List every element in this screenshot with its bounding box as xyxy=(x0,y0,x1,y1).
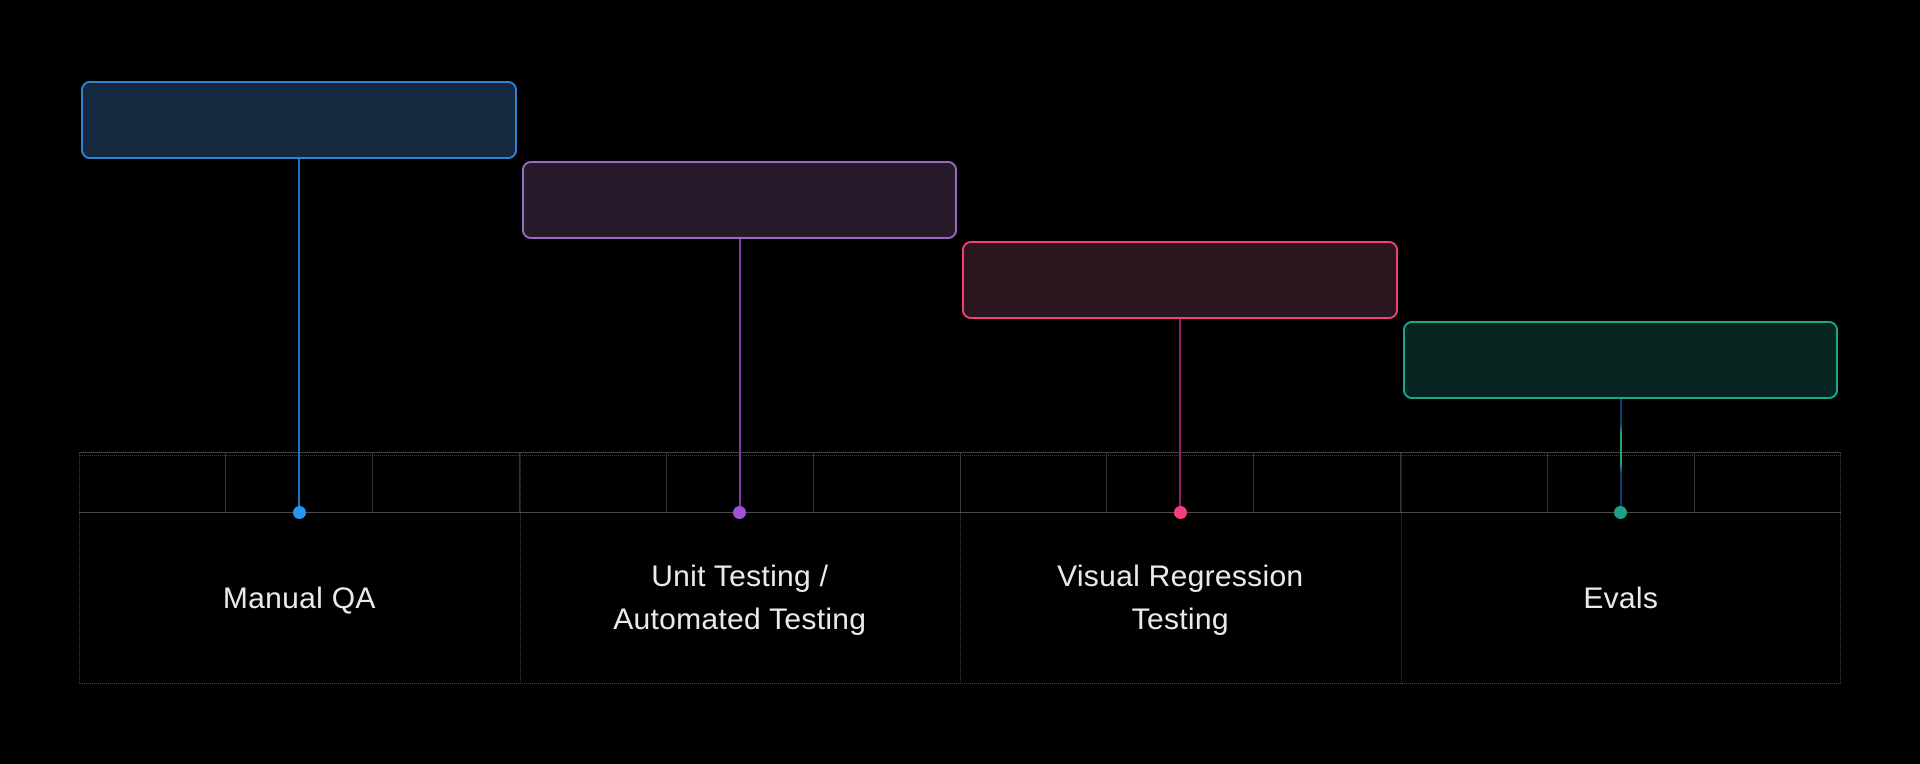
stage-label-line: Manual QA xyxy=(222,581,376,615)
ruler-cell xyxy=(814,453,961,512)
ruler-cell xyxy=(1254,453,1402,512)
stage-box-unit-automated-testing xyxy=(521,161,957,239)
timeline-label-row: Manual QA Unit Testing / Automated Testing… xyxy=(79,512,1841,684)
stage-label-line: Testing xyxy=(1131,603,1229,636)
stage-box-evals xyxy=(1402,321,1838,399)
timeline-ruler-row xyxy=(79,452,1841,512)
stage-label-manual-qa: Manual QA xyxy=(79,513,520,683)
ruler-cell xyxy=(79,453,226,512)
timeline-dot-visual-regression-testing xyxy=(1173,505,1187,519)
connector-line-manual-qa xyxy=(298,159,301,512)
connector-line-visual-regression-testing xyxy=(1179,319,1182,512)
ruler-cell xyxy=(667,453,814,512)
ruler-cell xyxy=(1548,453,1696,512)
ruler-cell xyxy=(1401,453,1549,512)
stage-label-line: Automated Testing xyxy=(613,603,867,636)
stage-label-line: Evals xyxy=(1583,581,1659,615)
connector-line-evals xyxy=(1619,399,1622,512)
stage-label-unit-automated-testing: Unit Testing / Automated Testing xyxy=(520,513,961,683)
ruler-cell xyxy=(520,453,667,512)
stage-label-line: Unit Testing / xyxy=(651,560,829,593)
stage-label-evals: Evals xyxy=(1401,513,1842,683)
ruler-cell xyxy=(961,453,1108,512)
timeline-table: Manual QA Unit Testing / Automated Testing… xyxy=(79,452,1841,684)
stage-box-manual-qa xyxy=(81,81,517,159)
stage-box-visual-regression-testing xyxy=(962,241,1398,319)
ruler-cell xyxy=(373,453,520,512)
connector-line-unit-automated-testing xyxy=(738,239,741,512)
timeline-dot-evals xyxy=(1614,505,1628,519)
timeline-dot-manual-qa xyxy=(292,505,306,519)
stage-label-line: Visual Regression xyxy=(1057,560,1304,593)
ruler-cell xyxy=(1695,453,1841,512)
timeline-dot-unit-automated-testing xyxy=(733,505,747,519)
ruler-cell xyxy=(226,453,373,512)
ruler-cell xyxy=(1107,453,1255,512)
